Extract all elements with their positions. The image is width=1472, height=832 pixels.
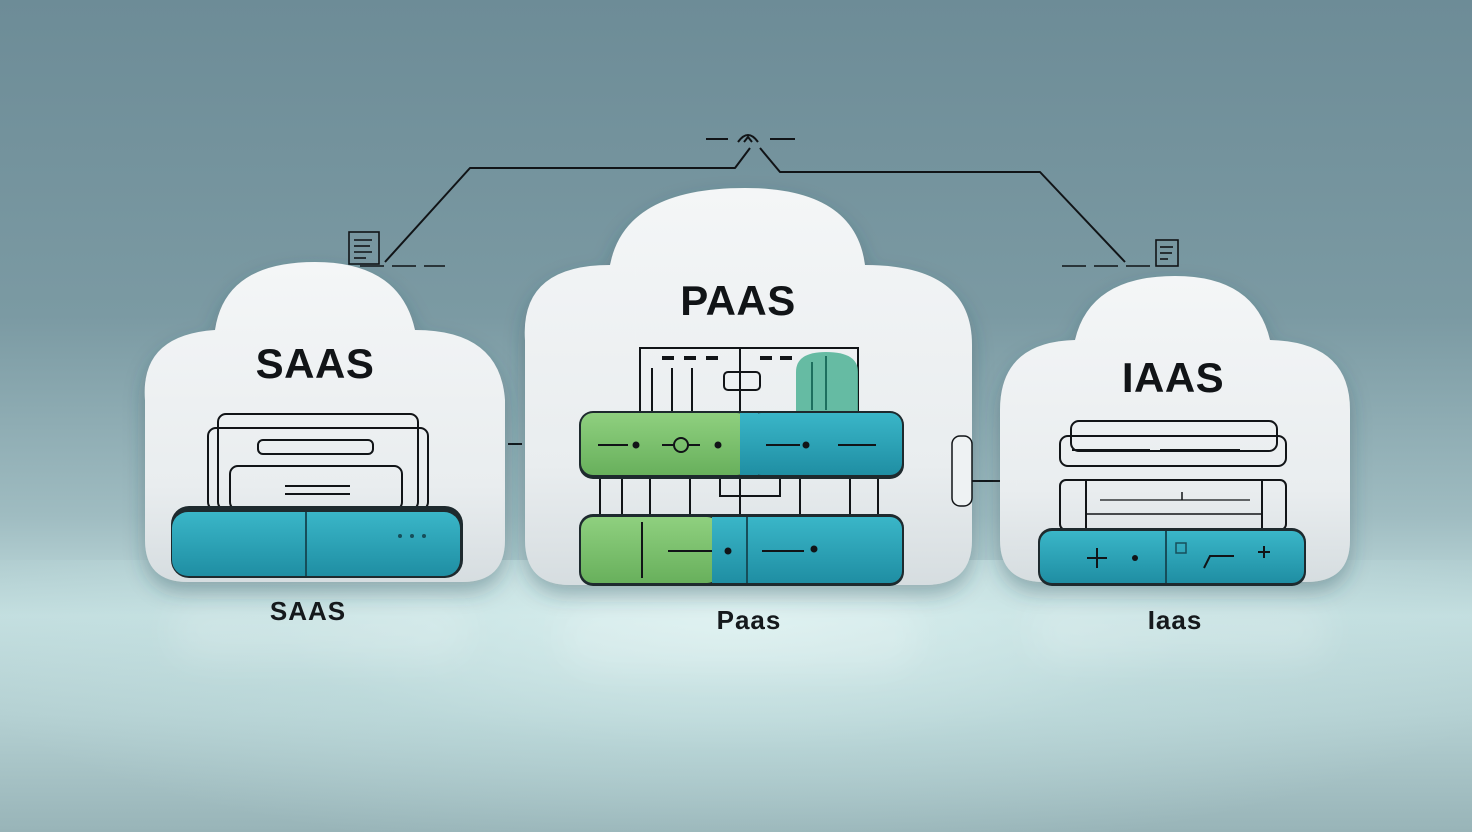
paas-caption: Paas [716, 605, 782, 635]
saas-drive-module [171, 506, 463, 578]
paas-upper-module [579, 411, 904, 479]
saas-reflection [170, 600, 470, 660]
paas-lower-module [579, 514, 904, 586]
connector-line-left [384, 147, 751, 263]
document-icon [1062, 239, 1179, 267]
iaas-reflection [1030, 600, 1330, 660]
hard-drive-icon [1059, 420, 1287, 531]
floor-reflection [0, 560, 1472, 832]
router-icon [706, 134, 795, 143]
paas-side-handle [951, 435, 973, 507]
connector-line-right [759, 147, 1126, 263]
saas-cloud-title: SAAS [255, 340, 375, 387]
paas-reflection [560, 600, 920, 670]
iaas-caption: Iaas [1147, 605, 1203, 635]
iaas-drive-module [1038, 528, 1306, 586]
document-icon [348, 231, 445, 267]
paas-cloud-title: PAAS [680, 277, 796, 324]
iaas-cloud-title: IAAS [1121, 354, 1225, 401]
saas-caption: SAAS [269, 596, 347, 626]
